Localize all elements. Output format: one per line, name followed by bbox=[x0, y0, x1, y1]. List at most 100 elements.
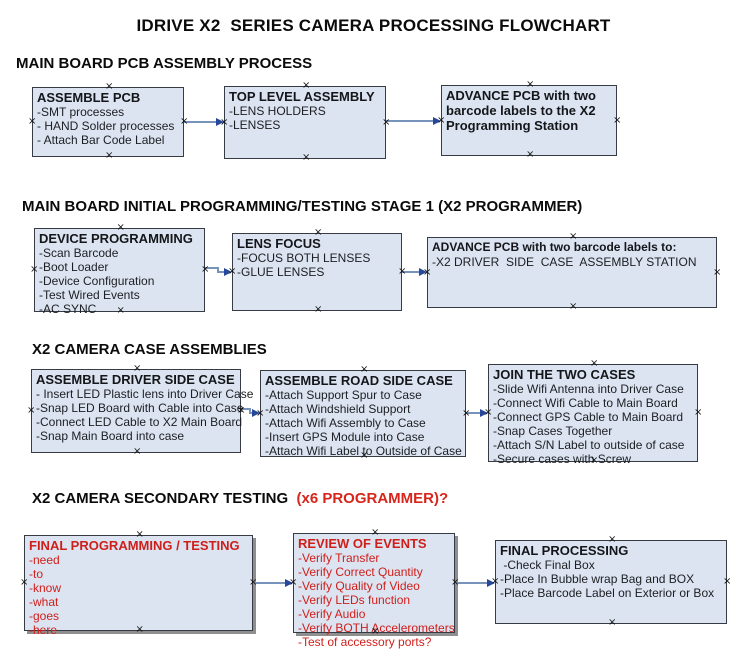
connection-handle-icon: × bbox=[135, 529, 144, 540]
box-item: -here bbox=[29, 623, 58, 637]
connection-handle-icon: × bbox=[608, 617, 617, 628]
box-item: -LENSES bbox=[229, 118, 281, 132]
flow-box-advance-pcb-programming-station: ADVANCE PCB with two barcode labels to t… bbox=[441, 85, 617, 156]
connection-handle-icon: × bbox=[256, 407, 265, 419]
box-title: ASSEMBLE DRIVER SIDE CASE bbox=[36, 372, 235, 387]
page-title: IDRIVE X2 SERIES CAMERA PROCESSING FLOWC… bbox=[136, 16, 611, 35]
box-title: DEVICE PROGRAMMING bbox=[39, 231, 193, 246]
section-heading-text: X2 CAMERA CASE ASSEMBLIES bbox=[32, 341, 267, 358]
connection-handle-icon: × bbox=[371, 626, 380, 637]
box-items: -Verify Transfer-Verify Correct Quantity… bbox=[298, 551, 455, 649]
box-item: -Test Wired Events bbox=[39, 288, 140, 302]
box-item: -goes bbox=[29, 609, 60, 623]
box-item: -need bbox=[29, 553, 60, 567]
connection-handle-icon: × bbox=[713, 266, 722, 278]
box-items: -Check Final Box-Place In Bubble wrap Ba… bbox=[500, 558, 722, 600]
box-item: -Scan Barcode bbox=[39, 246, 119, 260]
connection-handle-icon: × bbox=[526, 79, 535, 90]
flow-box-device-programming: DEVICE PROGRAMMING -Scan Barcode-Boot Lo… bbox=[34, 228, 205, 316]
box-item: -Attach Windshield Support bbox=[265, 402, 411, 416]
box-item: -Verify LEDs function bbox=[298, 593, 411, 607]
flow-box-advance-pcb-driver-side: ADVANCE PCB with two barcode labels to: … bbox=[427, 237, 717, 308]
box-item: -what bbox=[29, 595, 59, 609]
connection-handle-icon: × bbox=[491, 576, 500, 587]
box-item: -Slide Wifi Antenna into Driver Case bbox=[493, 382, 684, 396]
box-item: -Connect GPS Cable to Main Board bbox=[493, 410, 684, 424]
connector-line bbox=[217, 267, 219, 273]
flow-box-assemble-road-side-case: ASSEMBLE ROAD SIDE CASE -Attach Support … bbox=[260, 370, 466, 458]
box-item: -Attach Support Spur to Case bbox=[265, 388, 422, 402]
connector-line bbox=[402, 271, 419, 273]
box-item: -SMT processes bbox=[37, 105, 125, 119]
section-heading-initial-programming: MAIN BOARD INITIAL PROGRAMMING/TESTING S… bbox=[22, 198, 582, 215]
box-items: -Attach Support Spur to Case-Attach Wind… bbox=[265, 388, 462, 458]
box-item: -Verify Transfer bbox=[298, 551, 380, 565]
box-item: -Check Final Box bbox=[500, 558, 595, 572]
connection-handle-icon: × bbox=[116, 222, 125, 233]
connector-line bbox=[249, 408, 251, 414]
flow-box-lens-focus: LENS FOCUS -FOCUS BOTH LENSES-GLUE LENSE… bbox=[232, 233, 402, 311]
connection-handle-icon: × bbox=[28, 116, 37, 127]
connector-line bbox=[455, 582, 487, 584]
box-item: -Attach S/N Label to outside of case bbox=[493, 438, 685, 452]
connection-handle-icon: × bbox=[314, 227, 323, 238]
section-heading-secondary-testing: X2 CAMERA SECONDARY TESTING (x6 PROGRAMM… bbox=[32, 490, 448, 507]
section-heading-text: X2 CAMERA SECONDARY TESTING bbox=[32, 490, 297, 507]
flow-box-top-level-assembly: TOP LEVEL ASSEMBLY -LENS HOLDERS-LENSES bbox=[224, 86, 386, 159]
connection-handle-icon: × bbox=[484, 407, 493, 418]
box-item: -FOCUS BOTH LENSES bbox=[237, 251, 371, 265]
box-item: -Device Configuration bbox=[39, 274, 155, 288]
connection-handle-icon: × bbox=[289, 577, 298, 588]
connection-handle-icon: × bbox=[569, 231, 578, 242]
box-item: - Attach Bar Code Label bbox=[37, 133, 165, 147]
section-heading-text: MAIN BOARD PCB ASSEMBLY PROCESS bbox=[16, 55, 313, 72]
connection-handle-icon: × bbox=[220, 116, 229, 128]
box-title: LENS FOCUS bbox=[237, 236, 321, 251]
connector-line bbox=[386, 120, 433, 122]
connection-handle-icon: × bbox=[180, 116, 189, 127]
connection-handle-icon: × bbox=[228, 266, 237, 277]
connection-handle-icon: × bbox=[569, 301, 578, 312]
box-item: -Test of accessory ports? bbox=[298, 635, 432, 649]
box-items: -Slide Wifi Antenna into Driver Case -Con… bbox=[493, 382, 693, 466]
connection-handle-icon: × bbox=[360, 364, 369, 375]
connection-handle-icon: × bbox=[398, 266, 407, 277]
connector-line bbox=[466, 412, 480, 414]
connection-handle-icon: × bbox=[116, 305, 125, 316]
box-items: -FOCUS BOTH LENSES-GLUE LENSES bbox=[237, 251, 397, 279]
connection-handle-icon: × bbox=[423, 266, 432, 278]
box-title: REVIEW OF EVENTS bbox=[298, 536, 427, 551]
connection-handle-icon: × bbox=[437, 114, 446, 126]
section-heading-pcb-assembly: MAIN BOARD PCB ASSEMBLY PROCESS bbox=[16, 55, 312, 72]
box-item: -Attach Wifi Label to Outside of Case bbox=[265, 444, 462, 458]
flow-box-assemble-pcb: ASSEMBLE PCB -SMT processes- HAND Solder… bbox=[32, 87, 184, 157]
box-item: -Connect LED Cable to X2 Main Board bbox=[36, 415, 243, 429]
box-item: -Verify Correct Quantity bbox=[298, 565, 423, 579]
connector-arrow-icon bbox=[433, 117, 441, 125]
box-item: -Verify Audio bbox=[298, 607, 366, 621]
box-title: TOP LEVEL ASSEMBLY bbox=[229, 89, 375, 104]
connection-handle-icon: × bbox=[608, 534, 617, 545]
connector-arrow-icon bbox=[252, 409, 260, 417]
box-items: -LENS HOLDERS-LENSES bbox=[229, 104, 381, 132]
box-item: -X2 DRIVER SIDE CASE ASSEMBLY STATION bbox=[432, 255, 697, 269]
box-item: -Boot Loader bbox=[39, 260, 109, 274]
connection-handle-icon: × bbox=[20, 577, 29, 588]
connection-handle-icon: × bbox=[201, 264, 210, 275]
connector-line bbox=[217, 271, 224, 273]
connector-arrow-icon bbox=[285, 579, 293, 587]
connection-handle-icon: × bbox=[302, 80, 311, 91]
connection-handle-icon: × bbox=[237, 405, 246, 416]
connection-handle-icon: × bbox=[451, 577, 460, 588]
connection-handle-icon: × bbox=[302, 152, 311, 163]
box-items: -X2 DRIVER SIDE CASE ASSEMBLY STATION bbox=[432, 255, 712, 269]
connection-handle-icon: × bbox=[105, 81, 114, 92]
box-items: -Scan Barcode-Boot Loader-Device Configu… bbox=[39, 246, 200, 316]
connector-arrow-icon bbox=[480, 409, 488, 417]
box-item: -Snap LED Board with Cable into Case bbox=[36, 401, 244, 415]
flow-box-final-programming-testing: FINAL PROGRAMMING / TESTING -need-to-kno… bbox=[24, 535, 253, 637]
box-item: -AC SYNC bbox=[39, 302, 97, 316]
connection-handle-icon: × bbox=[371, 527, 380, 538]
section-heading-text: MAIN BOARD INITIAL PROGRAMMING/TESTING S… bbox=[22, 198, 583, 215]
flow-box-join-two-cases: JOIN THE TWO CASES -Slide Wifi Antenna i… bbox=[488, 364, 698, 466]
